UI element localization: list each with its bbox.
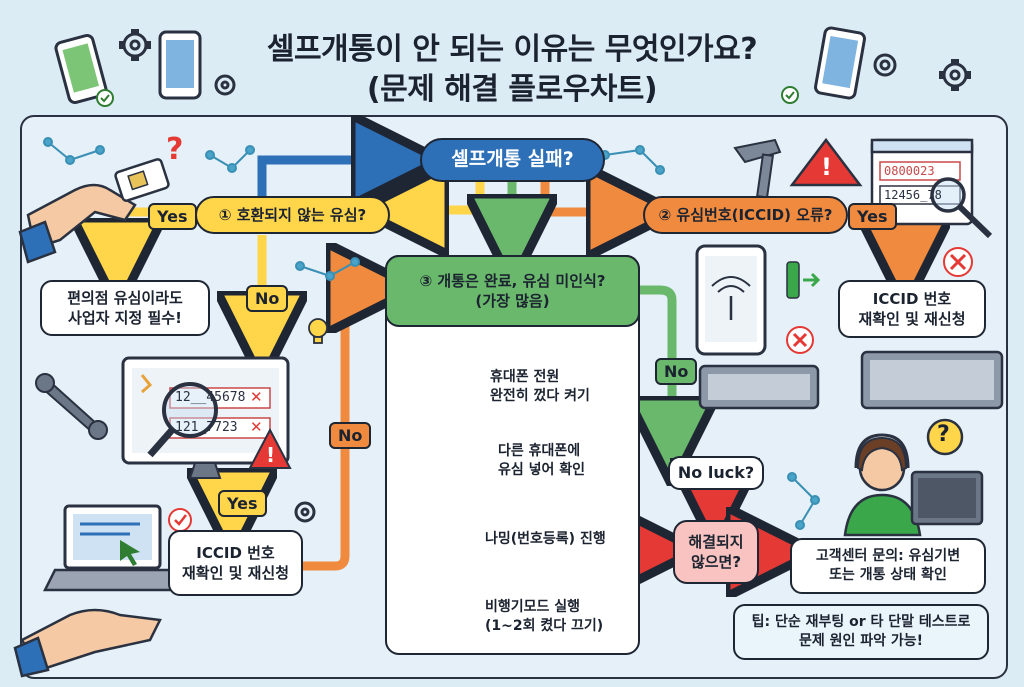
support-agent-icon [843, 433, 984, 537]
question-bubble-right [926, 418, 964, 456]
tip-line1: 팁: 단순 재부팅 or 타 단말 테스트로 [751, 614, 971, 631]
iccid-recheck-left: ICCID 번호 재확인 및 재신청 [168, 530, 303, 596]
cross-icon-sample-1: ✕ [250, 388, 263, 406]
warning-exclaim-top: ! [821, 153, 832, 181]
hammer-icon [733, 138, 782, 199]
step-4-line1: 비행기모드 실행 [485, 599, 581, 615]
wrench-icon [35, 373, 108, 440]
warning-exclaim-left: ! [266, 443, 276, 467]
hand-sim-icon [18, 158, 170, 264]
check-icon-top [96, 86, 799, 107]
step-1: 휴대폰 전원 완전히 껐다 켜기 [490, 368, 590, 406]
monitor-magnifier-icon [121, 356, 290, 479]
cross-icon-laptop [168, 508, 192, 532]
start-node: 셀프개통 실패? [420, 138, 605, 182]
keyboard-icon-right [860, 350, 1004, 410]
step-3: 나밍(번호등록) 진행 [485, 530, 606, 549]
cross-icon-right [943, 247, 973, 277]
question-mark-icon: ? [166, 132, 184, 167]
phone-signal-icon [695, 244, 767, 356]
tip-line2: 문제 원인 파악 가능! [798, 633, 924, 649]
no-luck-node: No luck? [668, 456, 764, 490]
browser-window-icon [870, 138, 993, 239]
arrow-start-q1 [395, 180, 485, 210]
label-monitor-yes: Yes [218, 490, 267, 517]
step-3-line1: 나밍(번호등록) 진행 [485, 531, 606, 547]
label-q1-yes: Yes [148, 203, 197, 230]
arrow-to-start [257, 160, 405, 212]
label-q1-no: No [246, 285, 289, 312]
question-3-node: ③ 개통은 완료, 유심 미인식? (가장 많음) [385, 255, 640, 327]
result-q1-yes: 편의점 유심이라도 사업자 지정 필수! [40, 280, 210, 336]
support-node: 고객센터 문의: 유심기변 또는 개통 상태 확인 [790, 538, 986, 594]
phone-icon-top-right [814, 26, 866, 100]
question-mark-icon-right: ? [937, 422, 950, 447]
iccid-recheck-right-line2: 재확인 및 재신청 [858, 310, 966, 328]
question-3-label-line1: ③ 개통은 완료, 유심 미인식? [419, 271, 606, 290]
question-2-label: ② 유심번호(ICCID) 오류? [658, 205, 833, 224]
step-1-line1: 휴대폰 전원 [490, 369, 560, 385]
cross-icon-phone [786, 326, 814, 354]
support-line1: 고객센터 문의: 유심기변 [815, 548, 961, 565]
tip-box: 팁: 단순 재부팅 or 타 단말 테스트로 문제 원인 파악 가능! [733, 604, 989, 660]
hand-icon-bottom [13, 608, 162, 678]
phone-icon-top-left-2 [158, 30, 202, 100]
step-4: 비행기모드 실행 (1~2회 켰다 끄기) [485, 598, 603, 636]
page-subtitle: (문제 해결 플로우차트) [366, 72, 658, 107]
iccid-recheck-left-line2: 재확인 및 재신청 [181, 564, 290, 582]
no-luck-label: No luck? [677, 463, 755, 483]
unresolved-line1: 해결되지 [688, 532, 744, 551]
question-1-label: ① 호환되지 않는 유심? [218, 205, 367, 224]
label-q2-yes: Yes [848, 203, 897, 230]
sim-transfer-icon [786, 261, 821, 299]
result-q1-yes-line1: 편의점 유심이라도 [67, 288, 183, 307]
laptop-icon [42, 504, 183, 592]
iccid-recheck-right: ICCID 번호 재확인 및 재신청 [838, 280, 986, 338]
iccid-sample-2: 121_7723 [175, 420, 238, 435]
question-3-label-line2: (가장 많음) [475, 292, 550, 310]
question-2-node: ② 유심번호(ICCID) 오류? [643, 196, 848, 234]
iccid-top-1: 0800023 [884, 164, 935, 178]
unresolved-node: 해결되지 않으면? [673, 520, 759, 584]
unresolved-line2: 않으면? [690, 553, 742, 571]
page-title: 셀프개통이 안 되는 이유는 무엇인가요? [266, 32, 758, 67]
start-label: 셀프개통 실패? [451, 148, 574, 171]
step-2-line1: 다른 휴대폰에 [498, 443, 581, 459]
step-2: 다른 휴대폰에 유심 넣어 확인 [498, 442, 585, 480]
cross-icon-sample-2: ✕ [250, 418, 263, 436]
arrow-start-q2 [540, 180, 640, 212]
question-1-node: ① 호환되지 않는 유심? [195, 196, 390, 234]
phone-icon-top-left [54, 33, 108, 105]
warning-icon-top [789, 137, 863, 187]
step-1-line2: 완전히 껐다 켜기 [490, 387, 590, 404]
step-2-line2: 유심 넣어 확인 [498, 461, 586, 478]
iccid-recheck-right-line1: ICCID 번호 [872, 289, 952, 308]
arrow-q3-no [635, 285, 672, 450]
result-q1-yes-line2: 사업자 지정 필수! [68, 309, 182, 327]
step-4-line2: (1~2회 켰다 끄기) [485, 617, 604, 634]
support-line2: 또는 개통 상태 확인 [829, 567, 947, 583]
label-q3-no: No [655, 358, 698, 385]
keyboard-icon-left [698, 364, 820, 410]
warning-icon-left [248, 427, 292, 469]
iccid-recheck-left-line1: ICCID 번호 [196, 543, 275, 562]
iccid-sample-1: 12__45678 [175, 390, 246, 405]
iccid-top-2: 12456_78 [884, 188, 942, 202]
label-to-q3-no: No [329, 422, 372, 449]
